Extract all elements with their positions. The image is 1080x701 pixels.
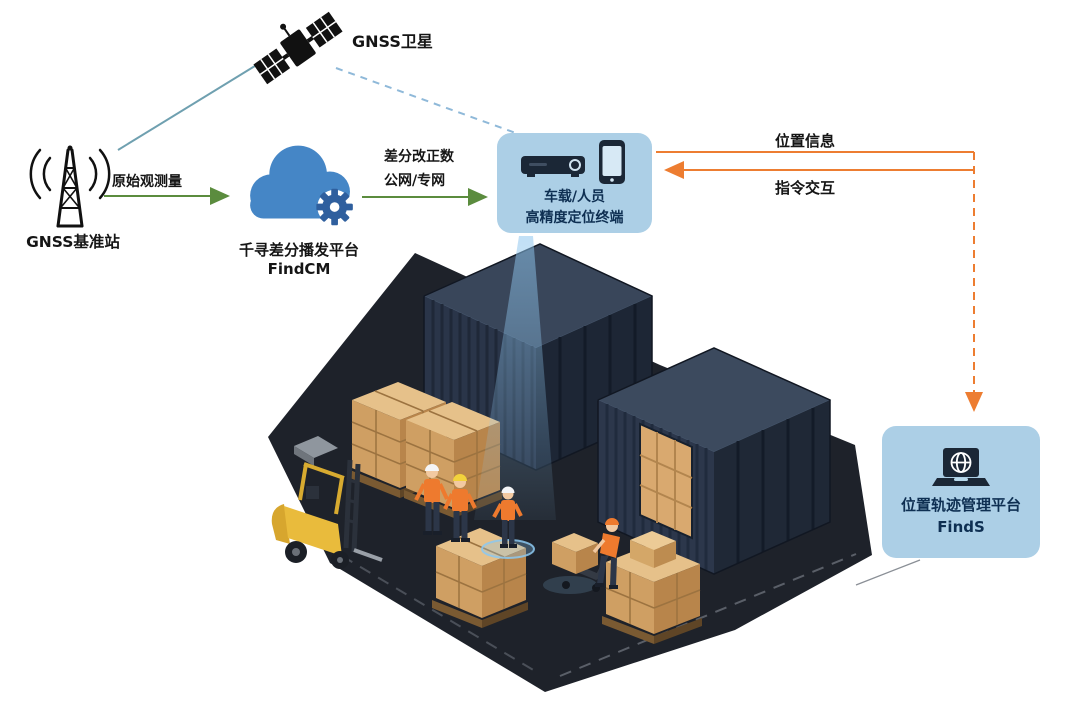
radio-tower-icon — [28, 138, 112, 230]
beam-floor-glow — [481, 539, 535, 559]
yard-platform — [268, 253, 872, 692]
shipping-container-2 — [596, 347, 832, 575]
terminal-label-line1: 车载/人员 — [543, 189, 606, 206]
terminal-card: 车载/人员 高精度定位终端 — [497, 133, 652, 233]
link-finds-yard — [855, 559, 921, 586]
box-stack — [432, 528, 528, 628]
link-satellite-terminal-dashed — [335, 67, 525, 137]
gear-icon — [316, 188, 353, 226]
worker — [414, 464, 449, 535]
positioning-beam — [474, 236, 556, 520]
terminal-devices-icon — [520, 140, 625, 185]
satellite-label: GNSS卫星 — [352, 32, 433, 51]
road-marking — [341, 555, 541, 675]
link-satellite-basestation — [117, 57, 269, 151]
command-interaction-label: 指令交互 — [774, 179, 835, 197]
finds-platform-card: 位置轨迹管理平台 FindS — [882, 426, 1040, 558]
diff-correction-label: 差分改正数 — [384, 149, 454, 165]
position-info-label: 位置信息 — [774, 132, 835, 150]
raw-observation-label: 原始观测量 — [112, 174, 182, 190]
ramp — [294, 436, 338, 466]
connectors — [104, 57, 983, 586]
forklift — [271, 459, 383, 569]
road-marking — [559, 553, 857, 677]
smartphone-icon — [598, 140, 625, 185]
satellite-icon — [248, 2, 348, 94]
worker — [443, 474, 477, 542]
laptop-globe-icon — [932, 447, 990, 486]
container-open-door-cargo — [639, 422, 693, 540]
receiver-icon — [520, 156, 585, 178]
globe-icon — [950, 451, 972, 473]
finds-label-name: 位置轨迹管理平台 — [900, 495, 1021, 514]
network-label: 公网/专网 — [384, 173, 446, 189]
base-station-label: GNSS基准站 — [26, 233, 120, 251]
cloud-platform-name: 千寻差分播发平台 — [238, 241, 359, 259]
finds-label-product: FindS — [937, 518, 985, 536]
box-stack — [602, 531, 702, 644]
warehouse-illustration — [268, 236, 872, 692]
cloud-platform-product: FindCM — [267, 260, 331, 278]
worker — [592, 518, 620, 589]
terminal-label-line2: 高精度定位终端 — [525, 210, 624, 226]
cloud-gear-icon — [238, 136, 364, 232]
small-box — [630, 531, 676, 568]
worker-located — [492, 486, 523, 548]
